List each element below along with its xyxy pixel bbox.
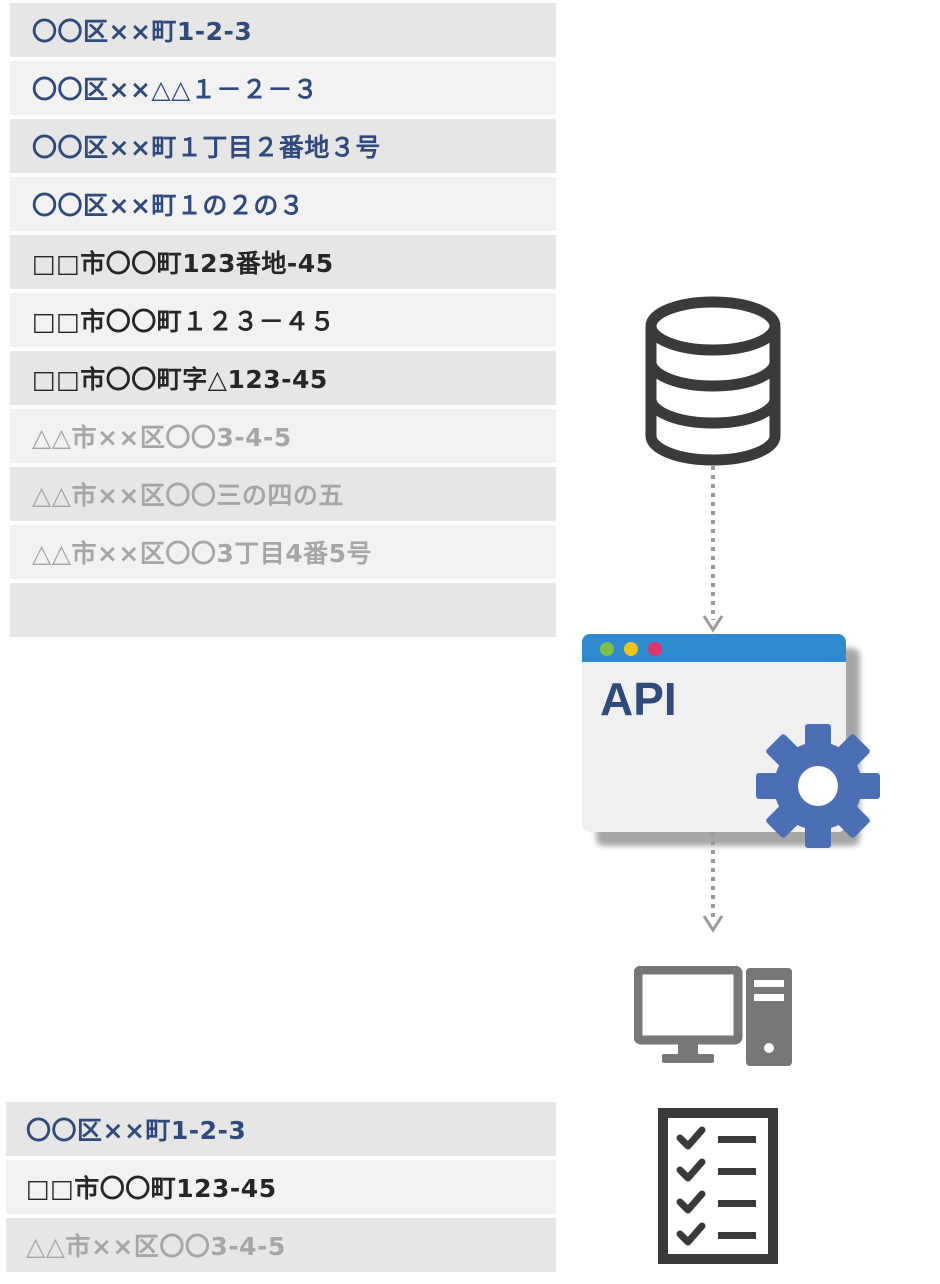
gear-icon	[756, 724, 880, 848]
list-item: □□市〇〇町１２３－４５	[10, 293, 556, 347]
window-dot-yellow	[624, 642, 638, 656]
list-item: △△市××区〇〇3-4-5	[10, 409, 556, 463]
api-label: API	[600, 673, 677, 725]
list-item: □□市〇〇町字△123-45	[10, 351, 556, 405]
list-item: 〇〇区××町１の２の３	[10, 177, 556, 231]
database-icon	[645, 296, 781, 466]
window-titlebar	[582, 634, 846, 662]
list-item-empty	[10, 583, 556, 637]
list-item: 〇〇区××町1-2-3	[10, 3, 556, 57]
output-address-list: 〇〇区××町1-2-3 □□市〇〇町123-45 △△市××区〇〇3-4-5	[6, 1102, 556, 1276]
arrow-down-icon	[702, 466, 724, 633]
checklist-icon	[658, 1108, 778, 1264]
list-item: 〇〇区××町1-2-3	[6, 1102, 556, 1156]
list-item: △△市××区〇〇3-4-5	[6, 1218, 556, 1272]
window-dot-red	[648, 642, 662, 656]
list-item: △△市××区〇〇3丁目4番5号	[10, 525, 556, 579]
input-address-list: 〇〇区××町1-2-3 〇〇区××△△１－２－３ 〇〇区××町１丁目２番地３号 …	[10, 3, 556, 641]
list-item: 〇〇区××町１丁目２番地３号	[10, 119, 556, 173]
list-item: □□市〇〇町123番地-45	[10, 235, 556, 289]
list-item: 〇〇区××△△１－２－３	[10, 61, 556, 115]
list-item: □□市〇〇町123-45	[6, 1160, 556, 1214]
desktop-computer-icon	[634, 966, 792, 1066]
window-dot-green	[600, 642, 614, 656]
arrow-down-icon	[702, 832, 724, 933]
list-item: △△市××区〇〇三の四の五	[10, 467, 556, 521]
